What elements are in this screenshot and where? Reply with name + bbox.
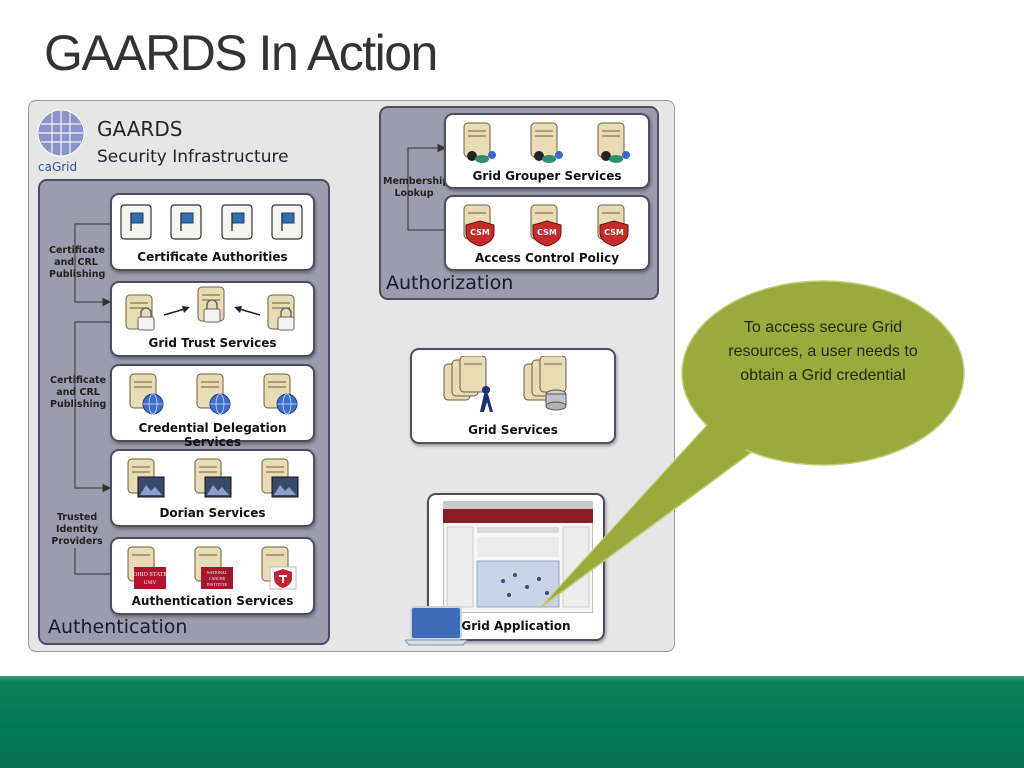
access-control-policy-box: CSM CSM CSM Access Control Policy [444,195,650,271]
photo-server-icon [127,458,164,498]
trust-arrows [163,306,261,316]
grid-services-box: Grid Services [410,348,616,444]
cagrid-logo-icon [37,109,85,157]
svg-text:CSM: CSM [537,228,557,237]
svg-text:UNIV: UNIV [143,581,156,586]
callout-bubble [539,280,965,609]
footer-band [0,676,1024,768]
group-server-icon [530,122,563,163]
csm-shield-server-icon: CSM [530,204,562,247]
grid-trust-services-label: Grid Trust Services [148,336,277,350]
certificate-authorities-box: Certificate Authorities [110,193,315,271]
locked-server-icon [125,294,155,331]
grid-application-box: Grid Application [427,493,605,641]
authentication-label: Authentication [48,616,188,638]
photo-server-icon [261,458,298,498]
ohio-state-logo-text: OHIO STATE [132,572,166,578]
certificate-authorities-label: Certificate Authorities [137,250,288,264]
grid-grouper-services-label: Grid Grouper Services [472,169,622,183]
dorian-services-label: Dorian Services [159,506,266,520]
svg-text:NATIONAL: NATIONAL [206,570,227,575]
gaards-title: GAARDS [97,117,183,141]
svg-text:CSM: CSM [470,228,490,237]
gaards-subtitle: Security Infrastructure [97,147,289,167]
globe-server-icon [196,373,230,415]
browser-screenshot-icon [443,501,593,613]
trusted-identity-providers-label: Trusted Identity Providers [51,512,103,547]
certificate-scroll-icon [271,204,303,240]
globe-server-icon [263,373,297,415]
cagrid-logo-text: caGrid [38,160,78,174]
authorization-label: Authorization [386,272,514,294]
certificate-scroll-icon [120,204,152,240]
connector-lines [74,143,447,575]
grid-application-label: Grid Application [461,619,571,633]
laptop-icon [405,606,467,646]
grid-services-label: Grid Services [468,423,558,437]
ohio-state-server-icon: OHIO STATE UNIV [127,546,167,589]
credential-delegation-services-box: Credential Delegation Services [110,364,315,449]
slide-title: GAARDS In Action [44,25,438,81]
cert-crl-publishing-label-1: Certificate and CRL Publishing [49,245,106,280]
photo-server-icon [194,458,231,498]
group-server-icon [463,122,496,163]
cert-crl-publishing-label-2: Certificate and CRL Publishing [50,375,107,410]
svg-text:INSTITUTE: INSTITUTE [206,582,227,587]
certificate-scroll-icon [170,204,202,240]
callout-text: To access secure Grid resources, a user … [728,319,918,384]
globe-server-icon [129,373,163,415]
grid-grouper-services-box: Grid Grouper Services [444,113,650,189]
csm-shield-server-icon: CSM [597,204,629,247]
stacked-server-person-icon [443,356,493,412]
grid-trust-services-box: Grid Trust Services [110,281,315,357]
credential-delegation-services-label: Credential Delegation Services [138,421,287,449]
svg-text:CANCER: CANCER [208,576,225,581]
svg-text:CSM: CSM [604,228,624,237]
group-server-icon [597,122,631,163]
csm-shield-server-icon: CSM [463,204,495,247]
membership-lookup-label: Membership Lookup [383,176,450,199]
locked-server-icon [197,286,225,323]
stacked-server-database-icon [523,356,567,411]
locked-server-icon [267,294,295,331]
certificate-scroll-icon [221,204,253,240]
dorian-services-box: Dorian Services [110,449,315,527]
access-control-policy-label: Access Control Policy [474,251,620,265]
authentication-services-label: Authentication Services [131,594,294,608]
shield-server-icon [261,546,296,590]
